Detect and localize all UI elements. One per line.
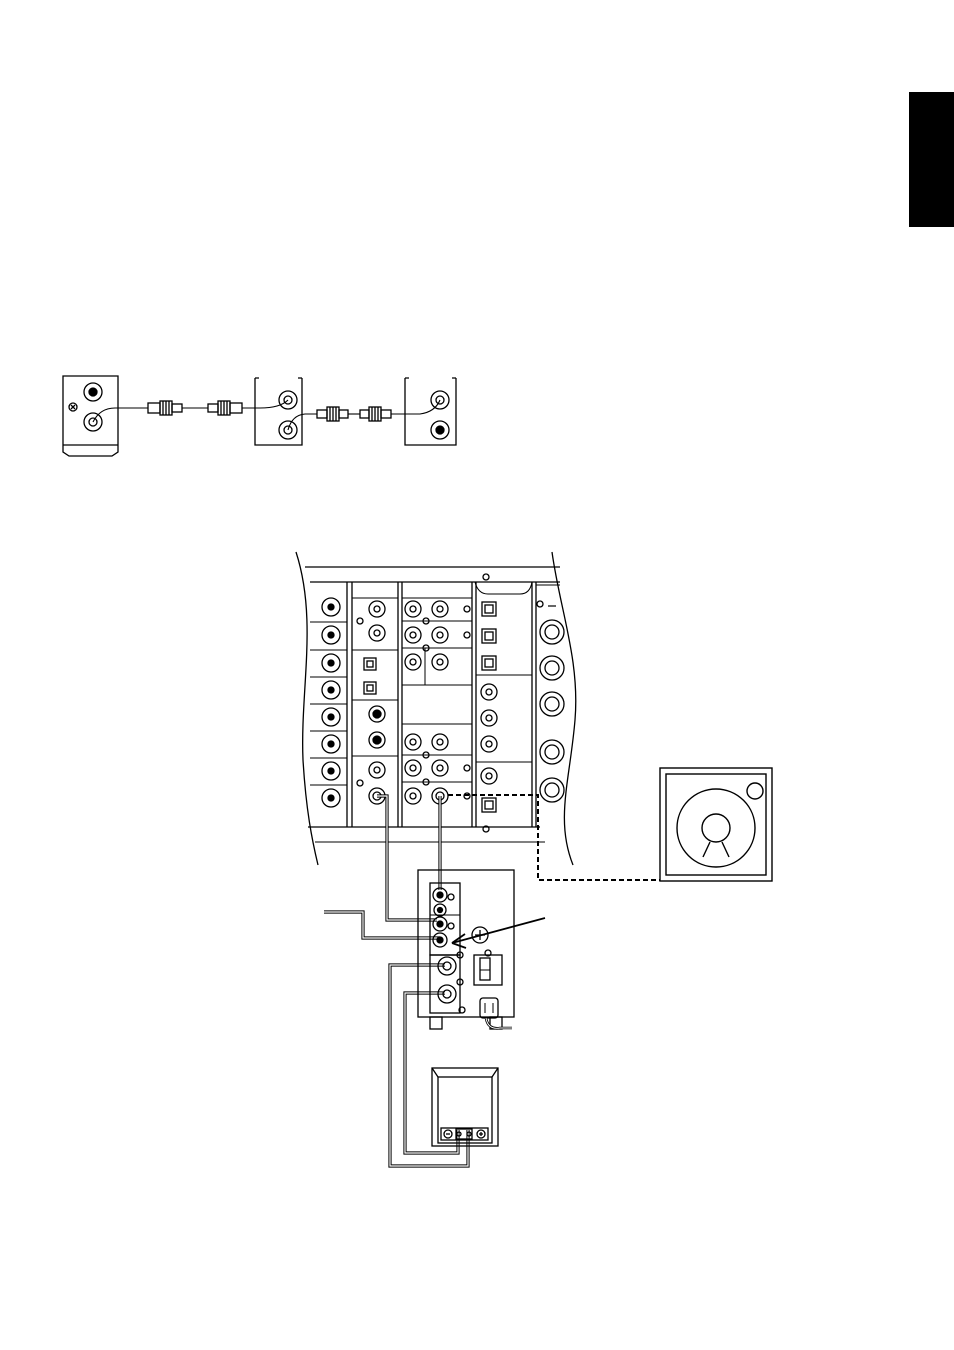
cascade-cable-diagram [63,376,456,456]
right-jack-panel [405,378,456,445]
rca-plug [148,401,182,415]
digital-jack-column [476,574,532,832]
amplifier-rear-panel-diagram [296,552,576,865]
subwoofer-rear-panel-icon [418,870,514,1029]
speaker-icon [432,1068,498,1146]
middle-jack-panel [255,378,302,445]
audio-jack-column-a [352,598,398,804]
rca-plug [360,407,391,421]
audio-jack-column-b [402,598,472,804]
speaker-terminal-column [536,585,564,802]
s-video-jack-column [310,598,347,807]
rca-plug [317,407,348,421]
left-jack-panel [63,376,118,456]
turntable-icon [660,768,772,881]
rca-plug [208,401,242,415]
